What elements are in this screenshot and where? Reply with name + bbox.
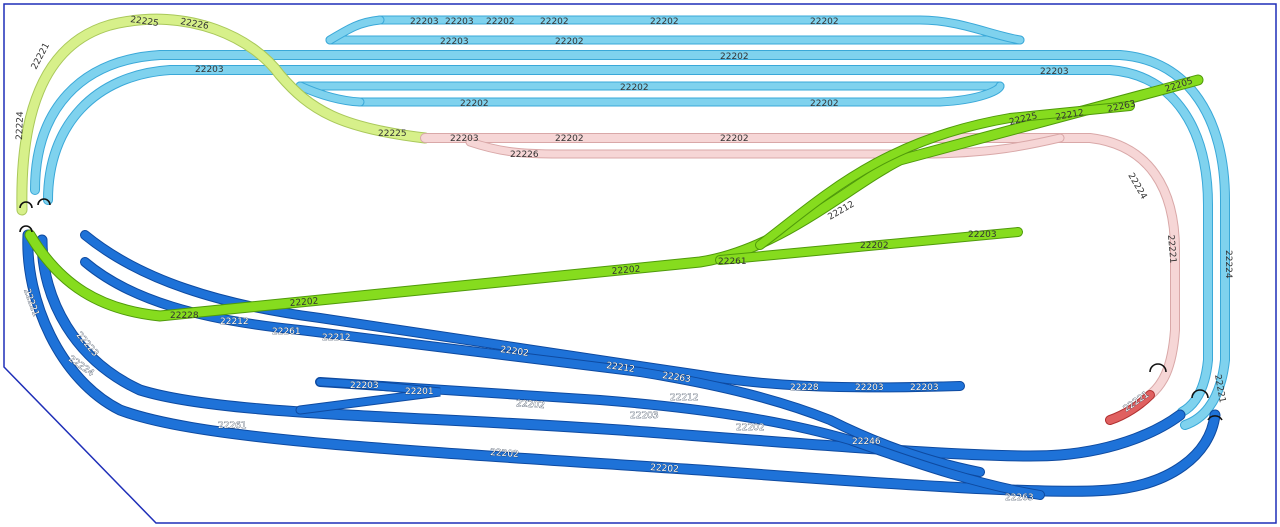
label-pink-f: 22221 (1165, 234, 1177, 263)
label-green-b: 22212 (1055, 108, 1085, 123)
label-cyan-i: 22202 (720, 52, 749, 62)
green-branch-upper[interactable] (755, 101, 1135, 250)
label-blue-d: 22202 (500, 345, 530, 359)
label-green-f: 22202 (860, 241, 889, 251)
label-blue-q: 22261 (218, 421, 247, 431)
label-green-i: 22202 (289, 297, 318, 309)
label-pink-e: 22224 (1125, 172, 1148, 202)
label-cyan-j: 22203 (195, 65, 224, 75)
label-cyan-o: 22224 (1223, 250, 1233, 279)
label-blue-t: 22263 (1005, 493, 1034, 503)
label-cyan-f: 22203 (445, 17, 474, 27)
lime-approach-track[interactable] (16, 13, 431, 216)
label-green-j: 22228 (170, 311, 199, 321)
label-green-e: 22261 (718, 257, 747, 267)
green-track-group (24, 74, 1204, 322)
label-cyan-l: 22202 (620, 83, 649, 93)
label-blue-o: 22202 (736, 423, 765, 433)
label-blue-f: 22263 (662, 371, 692, 385)
label-blue-h: 22203 (855, 383, 884, 393)
loop-marker-right-2 (1191, 389, 1209, 399)
label-blue-b: 22261 (272, 327, 301, 337)
label-cyan-k: 22203 (1040, 67, 1069, 77)
label-blue-n: 22203 (630, 411, 659, 421)
label-lime-top: 22225 (130, 15, 160, 29)
label-pink-b: 22202 (555, 134, 584, 144)
label-cyan-c: 22202 (540, 17, 569, 27)
label-blue-a: 22212 (220, 317, 249, 327)
label-blue-l: 22203 (350, 381, 379, 391)
label-blue-e: 22212 (606, 361, 636, 375)
label-pink-c: 22202 (720, 134, 749, 144)
label-lime-end: 22225 (378, 129, 407, 139)
loop-marker-left-1 (19, 201, 33, 209)
label-cyan-d: 22202 (650, 17, 679, 27)
label-blue-j: 22201 (405, 387, 434, 397)
label-blue-m: 22212 (670, 393, 699, 403)
label-pink-a: 22203 (450, 134, 479, 144)
label-cyan-g: 22203 (440, 37, 469, 47)
label-blue-g: 22228 (790, 383, 819, 393)
loop-marker-left-3 (19, 225, 33, 233)
label-lime-inner: 22224 (15, 111, 26, 140)
label-cyan-h: 22202 (555, 37, 584, 47)
label-blue-i: 22203 (910, 383, 939, 393)
label-blue-k: 22202 (516, 399, 545, 411)
label-blue-r: 22202 (490, 448, 519, 460)
label-cyan-m: 22202 (460, 99, 489, 109)
label-pink-d: 22226 (510, 150, 539, 160)
loop-marker-left-2 (37, 198, 51, 206)
label-cyan-p: 22221 (1212, 374, 1227, 404)
loop-marker-right-1 (1149, 363, 1167, 373)
label-cyan-e: 22202 (810, 17, 839, 27)
label-green-h: 22202 (611, 265, 640, 277)
track-end-markers (19, 198, 1223, 421)
lime-track-group (16, 13, 431, 216)
label-blue-p: 22246 (852, 437, 881, 447)
label-cyan-b: 22202 (486, 17, 515, 27)
label-cyan-n: 22202 (810, 99, 839, 109)
blue-track-group (22, 229, 1221, 500)
label-blue-c: 22212 (322, 333, 351, 343)
label-green-g: 22203 (968, 230, 997, 240)
cyan-track-group (30, 15, 1230, 430)
label-cyan-a: 22203 (410, 17, 439, 27)
baseboard-outline (3, 3, 1277, 524)
label-blue-s: 22202 (650, 463, 679, 475)
label-lime-top2: 22226 (179, 17, 209, 32)
loop-marker-right-3 (1207, 415, 1223, 421)
